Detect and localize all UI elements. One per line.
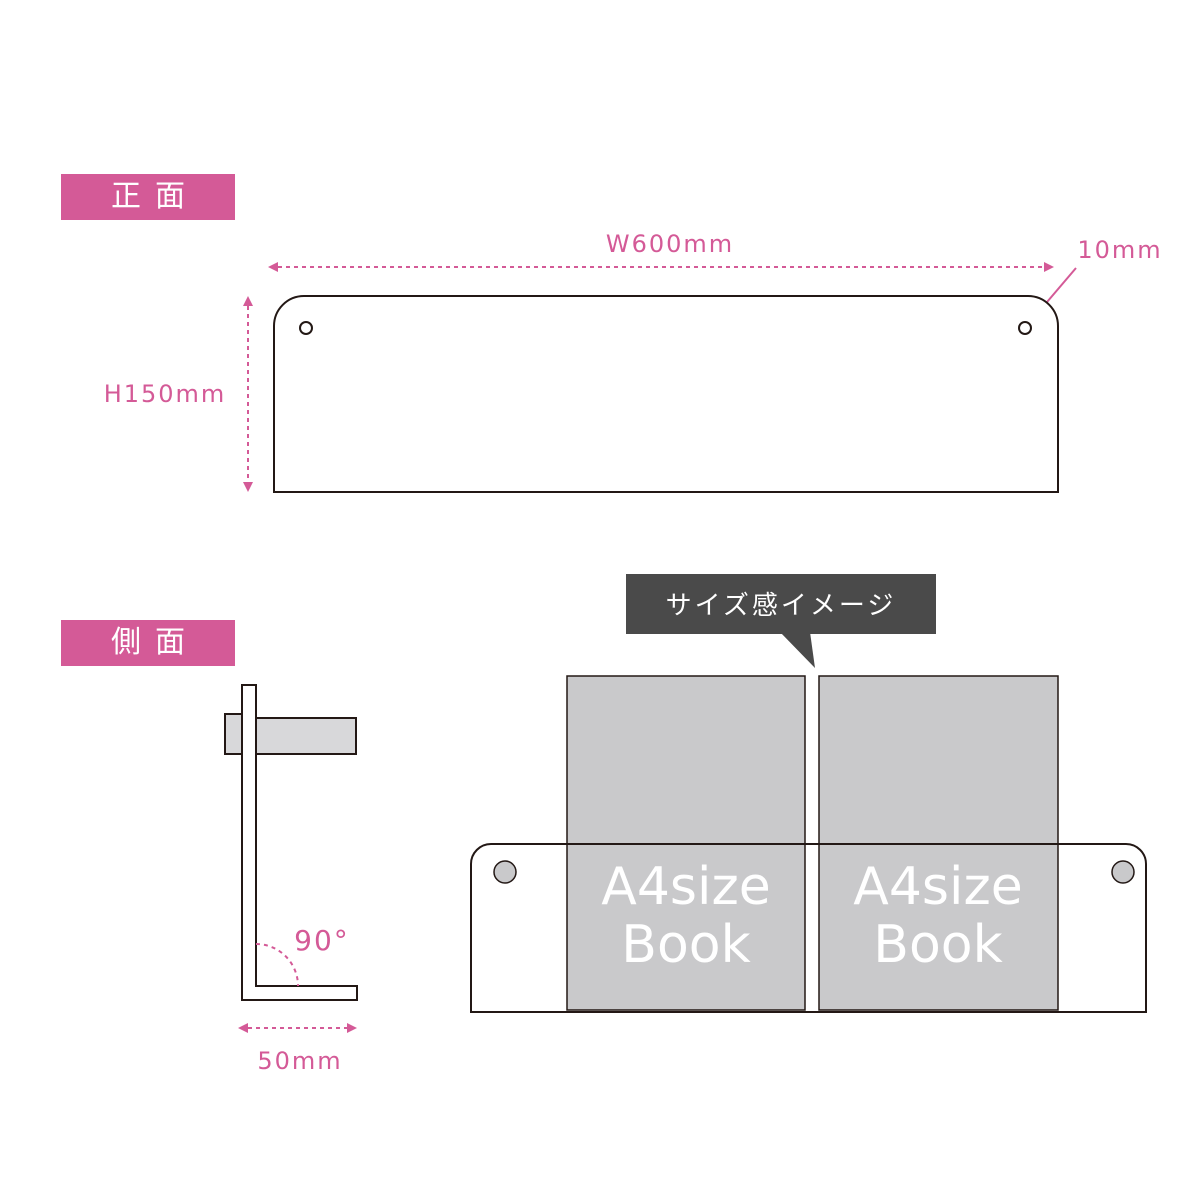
shelf-side-profile: [241, 684, 358, 1001]
overlay-right-hole: [1111, 860, 1135, 884]
left-screw-hole: [299, 321, 313, 335]
right-screw-hole: [1018, 321, 1032, 335]
side-view-label: 側面: [61, 620, 235, 666]
right-angle-arc: [255, 943, 299, 987]
angle-label: 90°: [294, 924, 350, 957]
height-label: H150mm: [104, 380, 227, 408]
hole-size-label: 10mm: [1077, 236, 1162, 264]
book-left-title: A4size: [601, 857, 770, 917]
front-view: W600mm 10mm H150mm: [104, 230, 1162, 493]
book-left-subtitle: Book: [621, 915, 750, 975]
overlay-left-hole: [493, 860, 517, 884]
shelf-front-panel: [273, 295, 1059, 493]
book-right-subtitle: Book: [873, 915, 1002, 975]
size-image-caption: サイズ感イメージ: [666, 591, 897, 621]
wall-mount-left: [224, 713, 243, 755]
depth-label: 50mm: [257, 1047, 342, 1075]
speech-bubble: サイズ感イメージ: [626, 574, 936, 668]
book-right-title: A4size: [853, 857, 1022, 917]
width-label: W600mm: [606, 230, 734, 258]
side-view: 90° 50mm: [224, 684, 358, 1075]
shelf-panel-overlay: [470, 843, 1147, 1013]
front-view-label: 正面: [61, 174, 235, 220]
size-image: サイズ感イメージ A4size Book A4size Book: [470, 574, 1147, 1013]
wall-mount-bracket: [255, 717, 357, 755]
